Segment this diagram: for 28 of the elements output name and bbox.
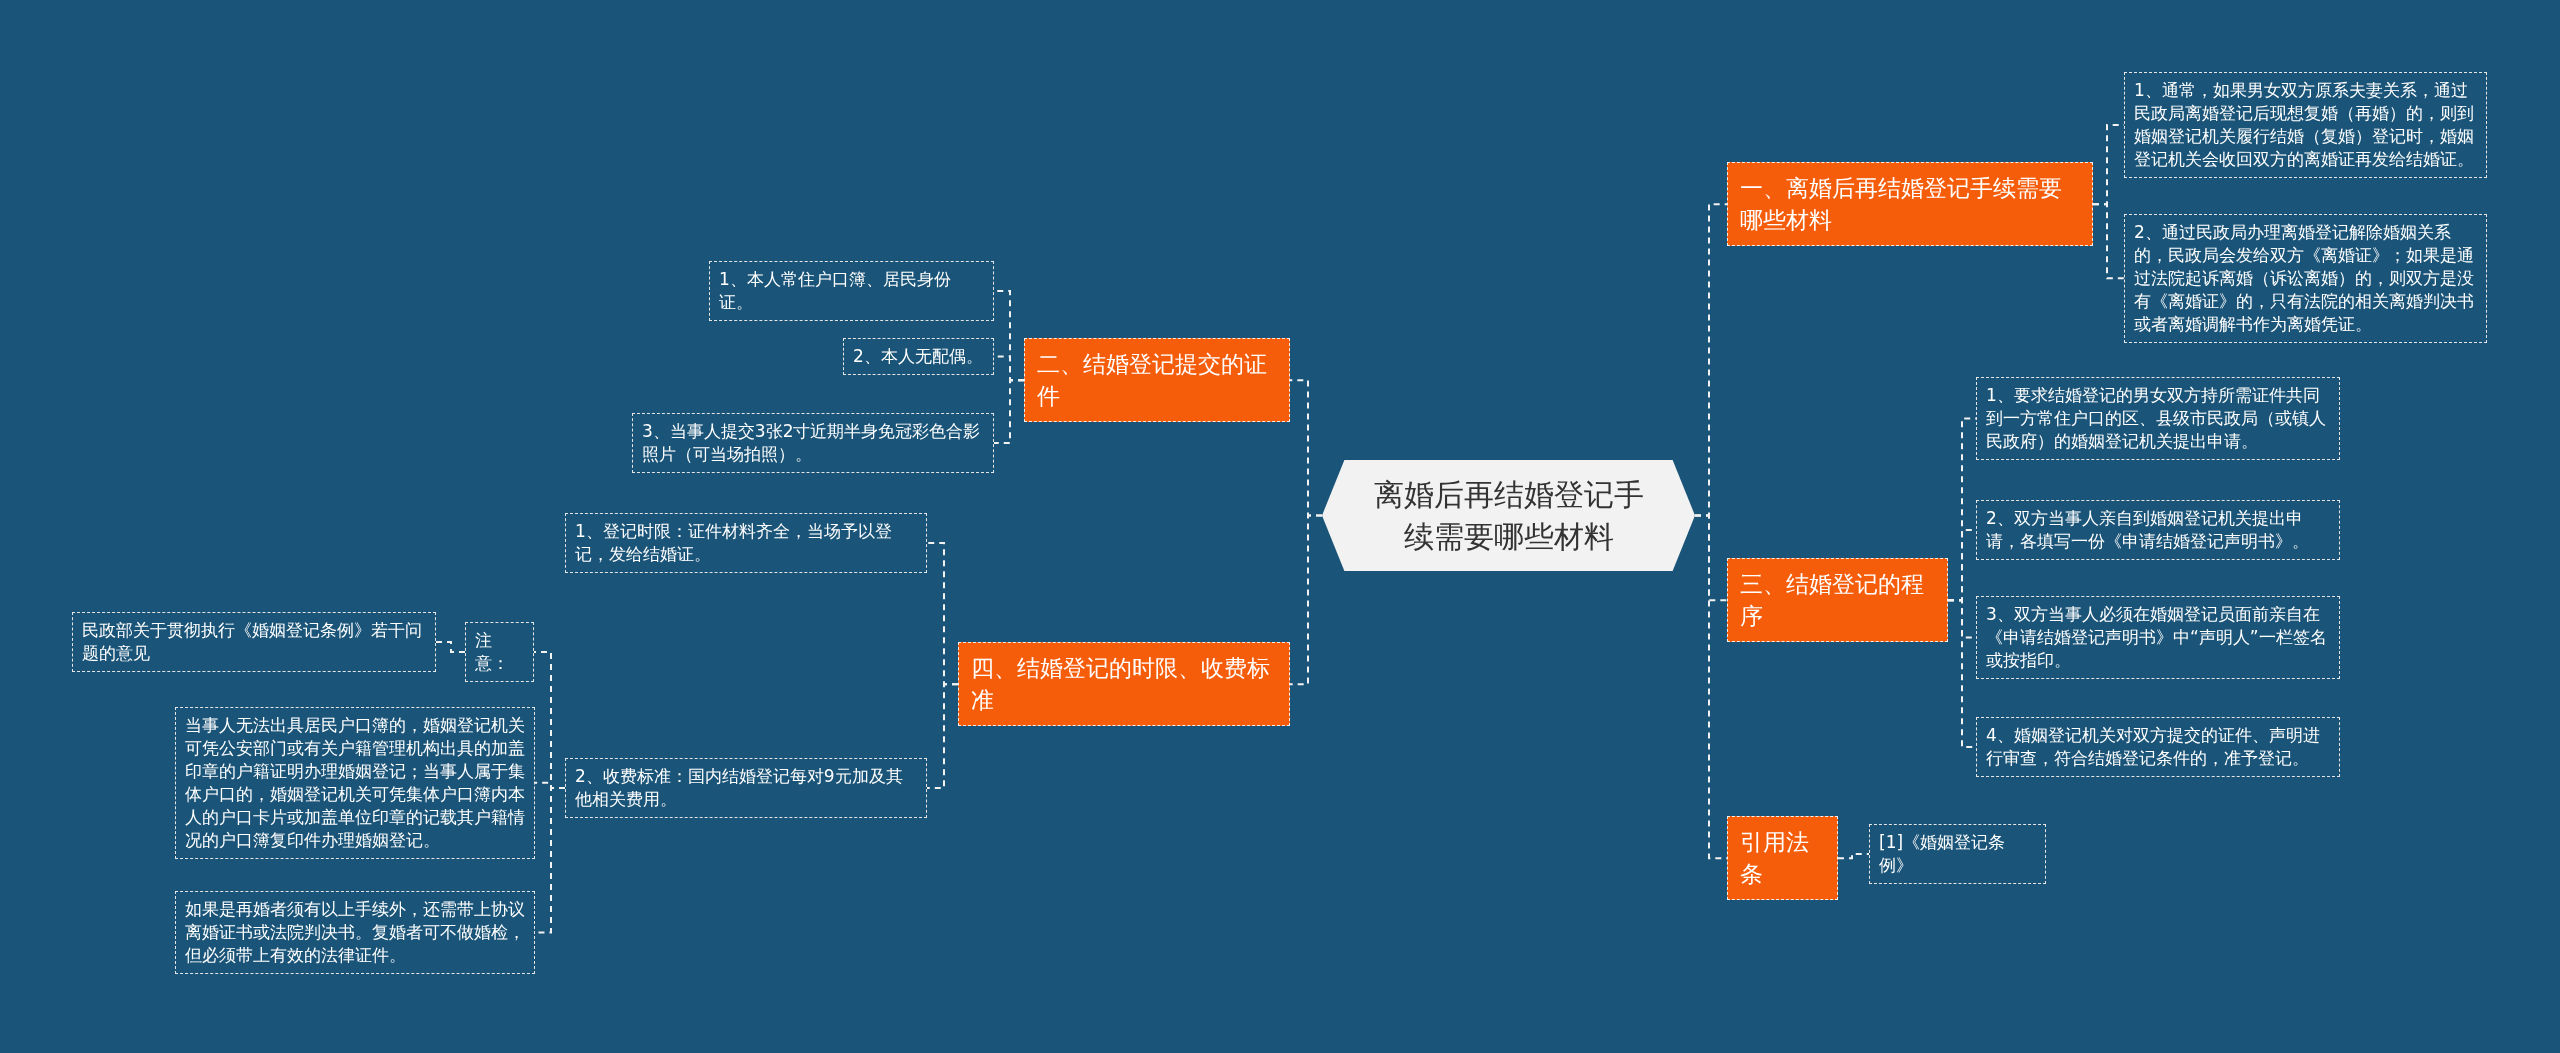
note-box: 如果是再婚者须有以上手续外，还需带上协议离婚证书或法院判决书。复婚者可不做婚检，但必须带上有效的法律证件。 xyxy=(175,891,535,974)
connector xyxy=(926,683,959,789)
note-box: 3、当事人提交3张2寸近期半身免冠彩色合影照片（可当场拍照）。 xyxy=(632,413,994,473)
note-box: 注意： xyxy=(465,622,534,682)
central-topic: 离婚后再结婚登记手续需要哪些材料 xyxy=(1322,460,1695,571)
note-box: 2、收费标准：国内结婚登记每对9元加及其他相关费用。 xyxy=(565,758,927,818)
note-box: 1、通常，如果男女双方原系夫妻关系，通过民政局离婚登记后现想复婚（再婚）的，则到婚姻登记机关履行结婚（复婚）登记时，婚姻登记机关会收回双方的离婚证再发给结婚证。 xyxy=(2124,72,2487,178)
topic-box: 一、离婚后再结婚登记手续需要哪些材料 xyxy=(1727,162,2093,247)
note-box: 1、登记时限：证件材料齐全，当场予以登记，发给结婚证。 xyxy=(565,513,927,573)
topic-box: 三、结婚登记的程序 xyxy=(1727,558,1948,643)
connector xyxy=(435,640,466,653)
note-box: 1、要求结婚登记的男女双方持所需证件共同到一方常住户口的区、县级市民政局（或镇人民政府）的婚姻登记机关提出申请。 xyxy=(1976,377,2340,460)
note-box: 2、双方当事人亲自到婚姻登记机关提出申请，各填写一份《申请结婚登记声明书》。 xyxy=(1976,500,2340,560)
connector xyxy=(2092,203,2125,280)
note-box: 1、本人常住户口簿、居民身份证。 xyxy=(709,261,994,321)
note-box: 2、本人无配偶。 xyxy=(843,338,994,375)
note-box: [1]《婚姻登记条例》 xyxy=(1869,824,2046,884)
connector xyxy=(1837,852,1870,860)
topic-box: 四、结婚登记的时限、收费标准 xyxy=(958,642,1290,727)
topic-box: 引用法条 xyxy=(1727,816,1838,901)
note-box: 3、双方当事人必须在婚姻登记员面前亲自在《申请结婚登记声明书》中“声明人”一栏签名或按指印。 xyxy=(1976,596,2340,679)
note-box: 民政部关于贯彻执行《婚姻登记条例》若干问题的意见 xyxy=(72,612,436,672)
topic-box: 二、结婚登记提交的证件 xyxy=(1024,338,1290,423)
note-box: 当事人无法出具居民户口簿的，婚姻登记机关可凭公安部门或有关户籍管理机构出具的加盖印章的户籍证明办理婚姻登记；当事人属于集体户口的，婚姻登记机关可凭集体户口簿内本人的户口卡片或加盖单位印章的记载其户籍情况的户口簿复印件办理婚姻登记。 xyxy=(175,707,535,859)
connector xyxy=(1289,514,1323,686)
note-box: 4、婚姻登记机关对双方提交的证件、声明进行审查，符合结婚登记条件的，准予登记。 xyxy=(1976,717,2340,777)
connector xyxy=(993,379,1025,444)
note-box: 2、通过民政局办理离婚登记解除婚姻关系的，民政局会发给双方《离婚证》；如果是通过法院起诉离婚（诉讼离婚）的，则双方是没有《离婚证》的，只有法院的相关离婚判决书或者离婚调解书作为离婚凭证。 xyxy=(2124,214,2487,343)
